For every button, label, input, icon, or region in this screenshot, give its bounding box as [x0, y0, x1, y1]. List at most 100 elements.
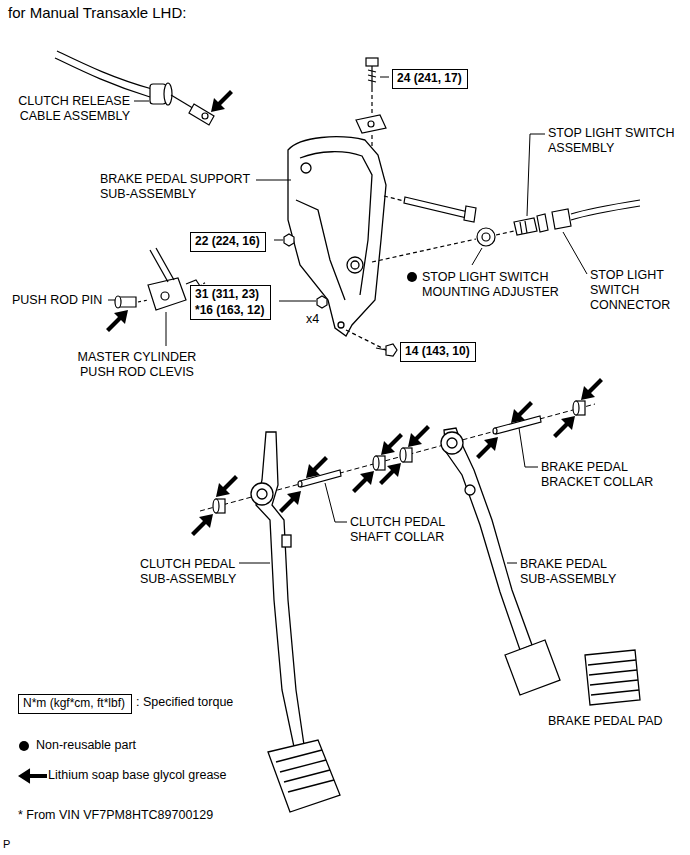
brake-pedal-pad [585, 650, 640, 705]
brake-pedal-support [347, 257, 363, 273]
stop-light-switch [477, 228, 495, 246]
brake-pedal-support [346, 330, 386, 350]
clutch-release-cable [189, 104, 214, 125]
clutch-pedal [280, 760, 326, 772]
clutch-pedal [251, 483, 273, 505]
part-label: STOP LIGHT SWITCH ASSEMBLY [548, 126, 678, 156]
leader-line [134, 101, 149, 102]
bushing [400, 448, 406, 462]
legend-torque-box: N*m (kgf*cm, ft*lbf) [18, 694, 132, 714]
leader-line [256, 180, 291, 181]
grease-arrow [511, 401, 533, 423]
grease-arrow [476, 437, 498, 459]
stop-light-switch [496, 231, 514, 235]
part-label: BRAKE PEDAL SUPPORT SUB-ASSEMBLY [100, 172, 260, 202]
brake-pedal [447, 438, 457, 448]
part-label: BRAKE PEDAL BRACKET COLLAR [541, 460, 671, 490]
collar [298, 416, 541, 487]
leader-line [274, 240, 283, 241]
leader-line [563, 232, 587, 274]
legend-arrow [18, 760, 49, 791]
torque-box: 24 (241, 17) [392, 69, 468, 89]
leader-line [527, 134, 545, 216]
part-label: PUSH ROD PIN [12, 293, 102, 308]
bolt [356, 115, 386, 133]
stop-light-switch [514, 218, 537, 235]
brake-pedal-pad [585, 650, 640, 705]
part-label: CLUTCH RELEASE CABLE ASSEMBLY [10, 94, 130, 124]
brake-pedal-support [338, 322, 344, 328]
stop-light-switch [482, 233, 490, 241]
box-text: *16 (163, 12) [195, 303, 266, 319]
torque-box: 14 (143, 10) [400, 342, 476, 362]
box-text: 24 (241, 17) [397, 71, 463, 87]
legend-text: Non-reusable part [36, 738, 136, 753]
grease-arrow [581, 378, 603, 400]
brake-pedal [505, 640, 560, 695]
leader-line [239, 563, 270, 564]
bolt [368, 121, 374, 127]
nut [317, 296, 327, 308]
bolt [371, 66, 372, 92]
parts-illustration [106, 310, 128, 332]
part-label: CLUTCH PEDAL SUB-ASSEMBLY [140, 557, 252, 587]
grease-arrow [381, 433, 403, 455]
axis-line [200, 404, 595, 511]
bolt [368, 80, 376, 82]
parts-illustration [211, 90, 233, 112]
bolt [371, 95, 372, 115]
brake-pedal-pad [588, 660, 636, 665]
part-label: BRAKE PEDAL SUB-ASSEMBLY [520, 557, 632, 587]
bolt [368, 75, 376, 77]
torque-box: 31 (311, 23)*16 (163, 12) [190, 285, 271, 320]
leader-line [507, 563, 517, 564]
push-rod-clevis [115, 296, 121, 308]
through-bolt [384, 196, 404, 201]
part-label: BRAKE PEDAL PAD [548, 714, 663, 729]
push-rod-clevis [138, 300, 148, 302]
bushing [213, 401, 585, 513]
clutch-pedal [288, 780, 334, 792]
clutch-pedal [276, 750, 322, 762]
leader-line [108, 300, 115, 301]
collar [493, 428, 497, 434]
legend-dot [19, 741, 29, 751]
push-rod-clevis [156, 248, 174, 280]
brake-pedal-pad [589, 670, 637, 675]
brake-pedal [465, 485, 475, 495]
part-label: MASTER CYLINDER PUSH ROD CLEVIS [72, 350, 202, 380]
clutch-release-cable [57, 51, 152, 89]
push-rod-clevis [161, 292, 169, 300]
part-label: CLUTCH PEDAL SHAFT COLLAR [350, 515, 462, 545]
page-mark: P [3, 838, 10, 851]
clutch-pedal [284, 770, 330, 782]
legend-text: : Specified torque [136, 695, 233, 710]
leader-line [472, 248, 482, 265]
leader-line [166, 312, 167, 346]
leader-line [380, 77, 389, 78]
quantity-label: x4 [306, 312, 319, 327]
grease-arrow [306, 456, 328, 478]
leader-line [325, 483, 347, 522]
torque-box: 22 (224, 16) [190, 232, 266, 252]
clutch-release-cable [202, 113, 208, 119]
stop-light-switch [525, 221, 527, 233]
clutch-release-cable [164, 83, 172, 105]
stop-light-switch [372, 239, 476, 262]
stop-light-switch [537, 214, 548, 232]
nut [376, 348, 386, 350]
part-label: STOP LIGHT SWITCH CONNECTOR [590, 268, 680, 313]
stop-light-switch [520, 222, 522, 234]
diagram-title: for Manual Transaxle LHD: [8, 4, 186, 22]
grease-arrow [279, 491, 301, 513]
grease-arrow [379, 463, 401, 485]
nut [284, 234, 294, 246]
bushing [373, 456, 379, 470]
bushing [213, 499, 219, 513]
brake-pedal-pad [591, 690, 639, 695]
push-rod-clevis [150, 250, 168, 282]
grease-arrow [191, 378, 603, 536]
through-bolt [464, 206, 476, 222]
box-text: 14 (143, 10) [405, 344, 471, 360]
bolt [356, 58, 386, 150]
